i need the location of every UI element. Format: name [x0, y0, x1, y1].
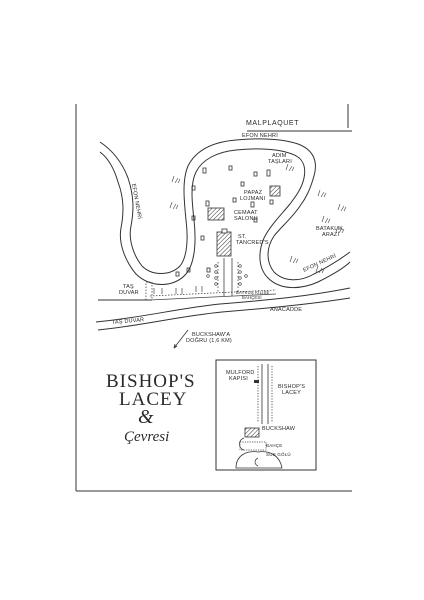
st-tancreds-church	[216, 231, 232, 257]
churchyard-path	[217, 258, 239, 296]
label-efon-river-left: EFON NEHRİ	[130, 183, 143, 220]
label-st-tancreds-2: TANCRED'S	[236, 240, 269, 246]
wall-posts	[153, 286, 203, 294]
vicarage-building	[269, 185, 281, 197]
churchyard-wall	[145, 281, 277, 301]
village-map: MALPLAQUET EFON NEHRİ EFON NEHRİ EFON NE…	[95, 120, 351, 349]
label-parish-hall-2: SALONU	[234, 216, 258, 222]
inset-label-garden: BAHÇE	[266, 443, 283, 448]
label-vicarage-2: LOJMANI	[240, 196, 266, 202]
label-stepping-stones-1: ADIM	[272, 153, 287, 159]
parish-hall-building	[207, 207, 225, 221]
inset-label-buckshaw: BUCKSHAW	[262, 426, 296, 432]
map-title: BISHOP'S LACEY & Çevresi	[106, 371, 196, 445]
inset-label-bishops-2: LACEY	[282, 390, 301, 396]
inset-label-mulford-1: MULFORD	[226, 370, 255, 376]
small-buildings	[175, 165, 274, 277]
title-line-3: Çevresi	[124, 429, 169, 445]
label-to-buckshaw-2: DOĞRU (1,6 KM)	[186, 337, 232, 344]
efon-river	[99, 138, 351, 288]
churchyard-graves	[206, 264, 248, 286]
inset-label-bishops-1: BISHOP'S	[278, 384, 305, 390]
label-st-tancreds-1: ST.	[238, 234, 247, 240]
label-marsh-1: BATAKLIK	[316, 226, 343, 232]
label-stone-wall-road: TAŞ DUVAR	[112, 317, 145, 326]
buckshaw-arrow	[173, 329, 189, 349]
marsh-tufts	[169, 163, 347, 274]
title-line-1: BISHOP'S	[106, 371, 196, 392]
inset-label-lake: SUS GÖLÜ	[266, 451, 291, 457]
map-frame	[75, 104, 352, 492]
label-stone-wall-1: TAŞ	[123, 284, 134, 290]
mulford-gate	[254, 380, 259, 383]
label-marsh-2: ARAZİ	[322, 231, 339, 238]
ornamental-lake	[235, 451, 283, 469]
inset-map: MULFORD KAPISI BISHOP'S LACEY BUCKSHAW B…	[215, 359, 317, 471]
label-vicarage-1: PAPAZ	[244, 190, 263, 196]
label-parish-hall-1: CEMAAT	[234, 210, 258, 216]
title-ampersand: &	[138, 406, 154, 428]
title-line-2: LACEY	[119, 389, 187, 410]
main-road	[95, 287, 351, 331]
label-to-buckshaw-1: BUCKSHAW'A	[192, 332, 230, 338]
buckshaw-house	[244, 427, 260, 438]
label-stepping-stones-2: TAŞLARI	[268, 159, 292, 165]
label-efon-river-top: EFON NEHRİ	[242, 132, 278, 139]
inset-label-mulford-2: KAPISI	[229, 376, 248, 382]
label-main-street: ANACADDE	[270, 307, 302, 313]
hatched-buildings	[207, 185, 281, 257]
label-stone-wall-2: DUVAR	[119, 290, 139, 296]
label-churchyard-1: BAYKUŞ KİLİSE	[236, 290, 269, 295]
label-malplaquet: MALPLAQUET	[246, 120, 299, 127]
label-churchyard-2: BAHÇESİ	[242, 295, 262, 300]
